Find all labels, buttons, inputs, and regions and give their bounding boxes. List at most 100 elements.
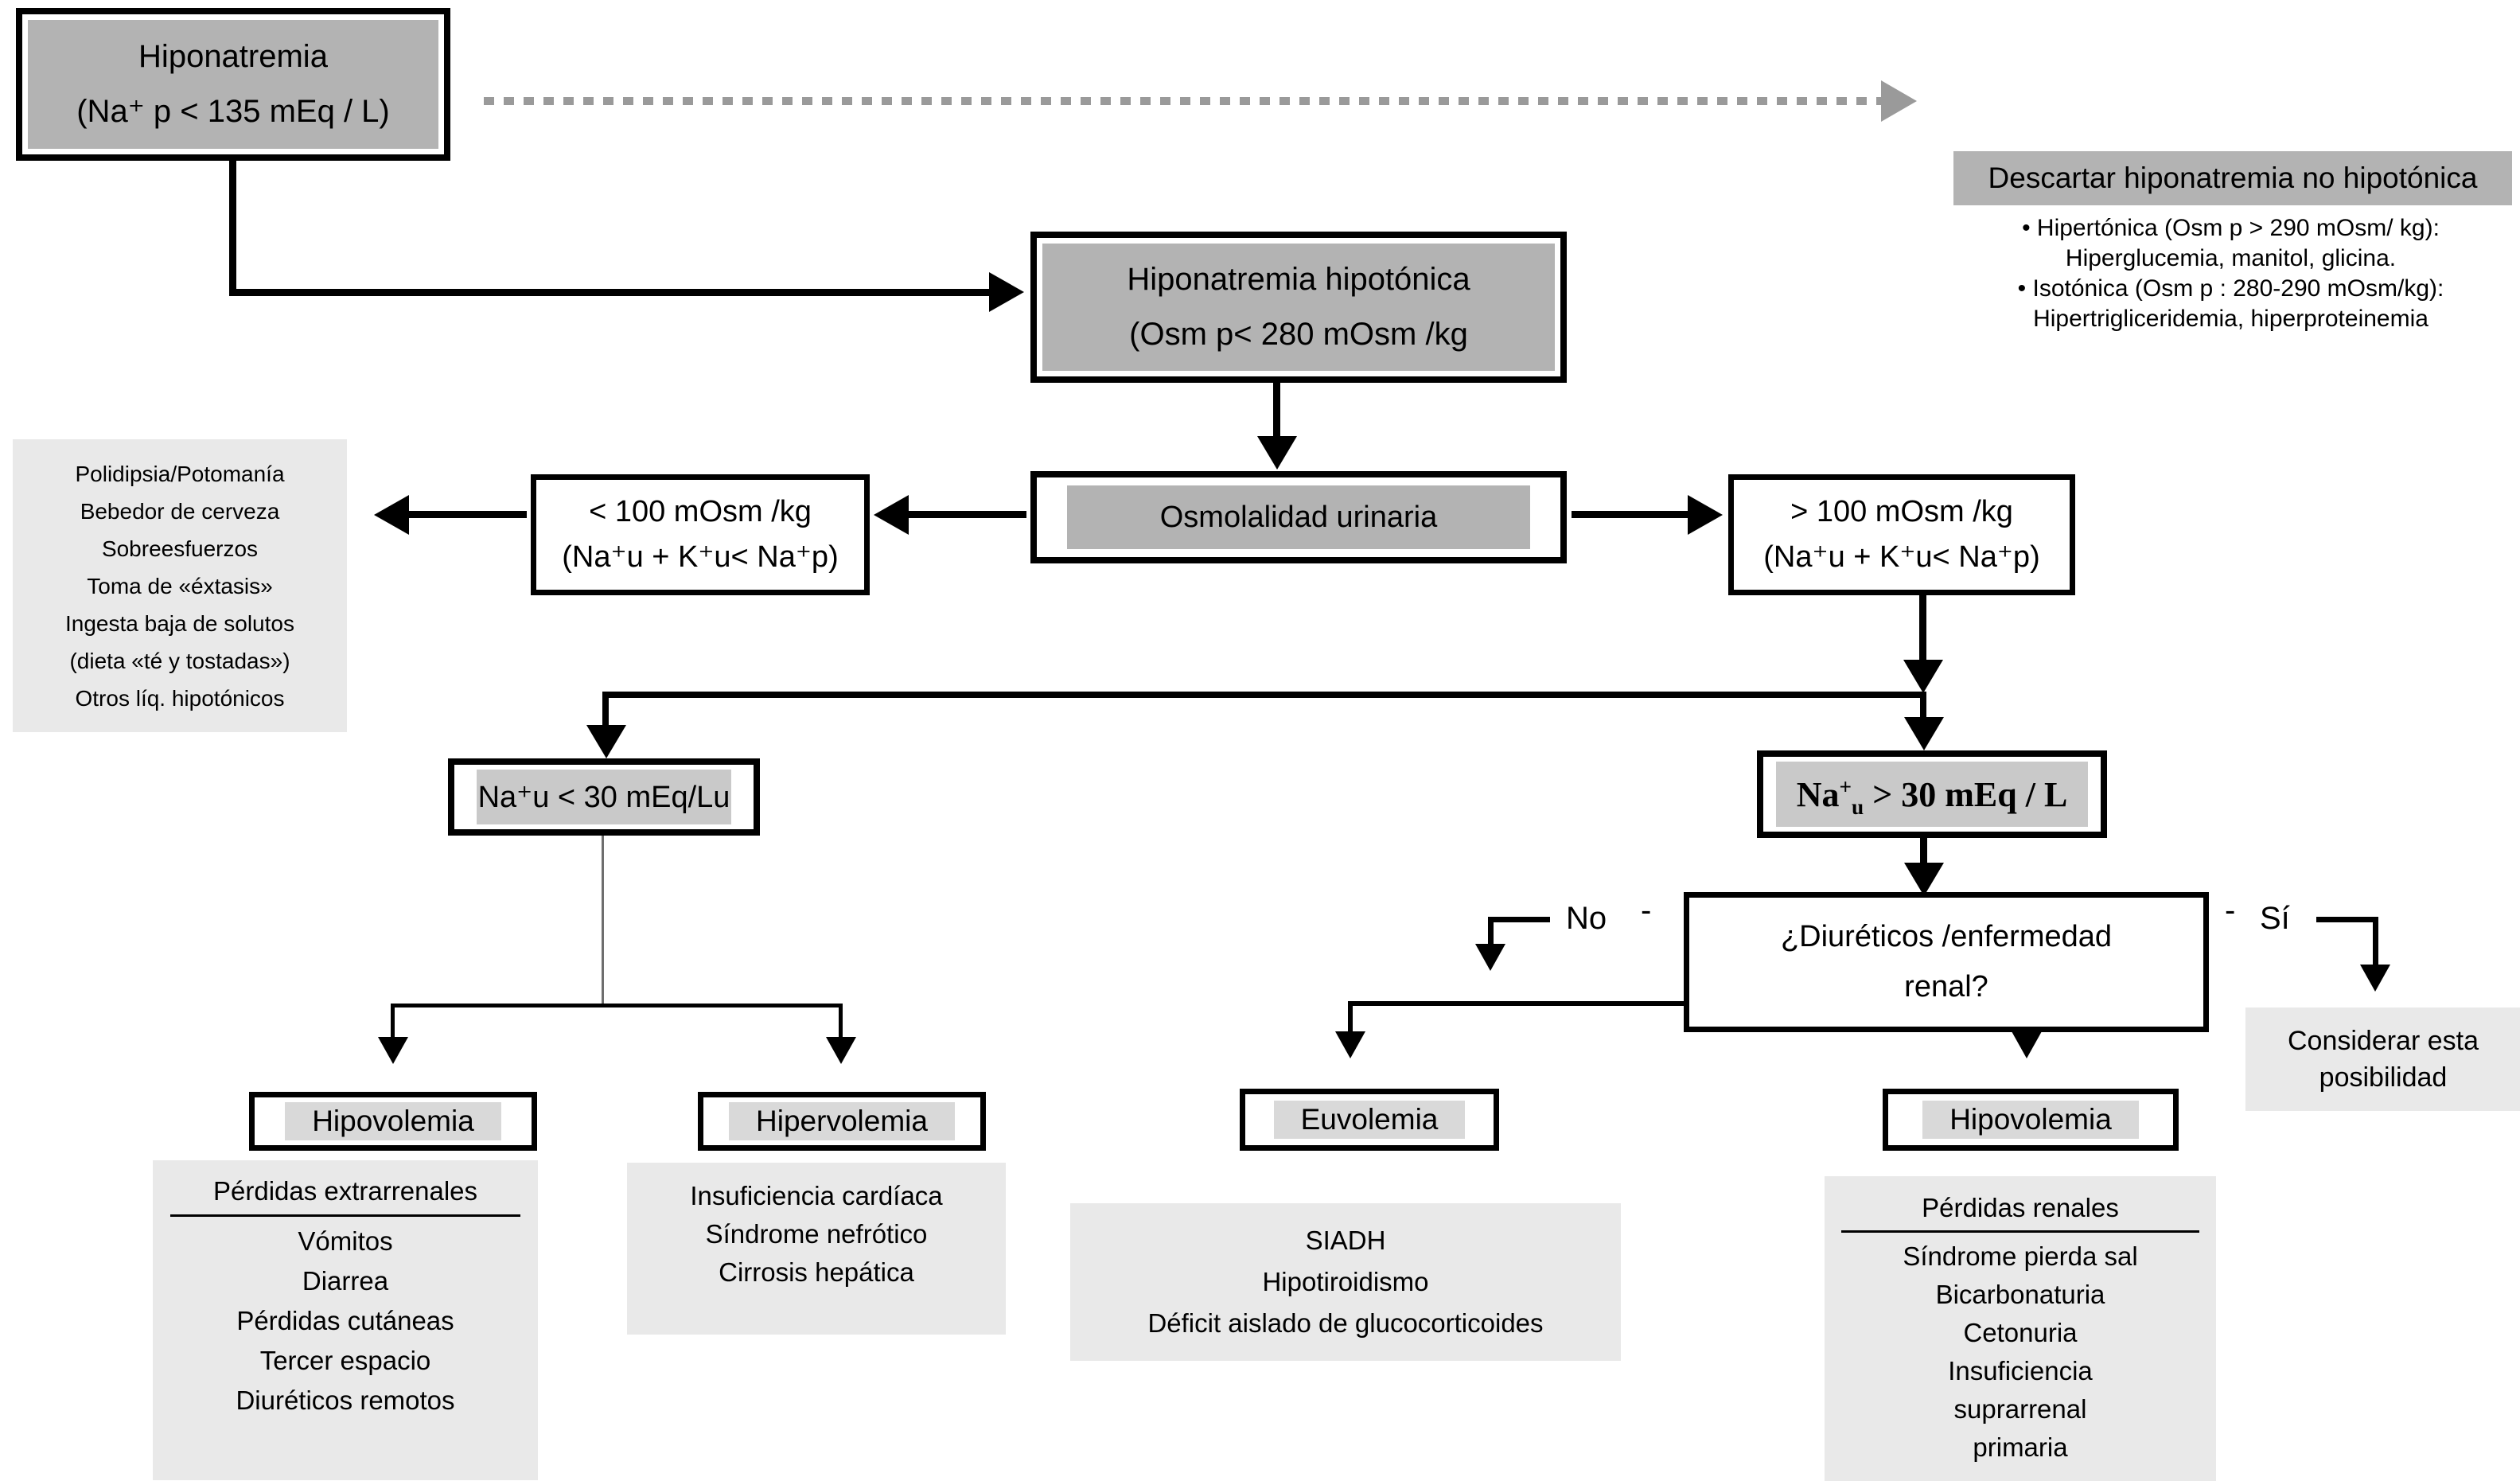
nau-gt30-box: Na+u > 30 mEq / L (1757, 750, 2107, 838)
nau-gt30-sub: u (1852, 794, 1864, 819)
arrowhead-down-icon (1904, 863, 1944, 896)
arrowhead-down-icon (1903, 660, 1943, 693)
osmolalidad-box: Osmolalidad urinaria (1030, 471, 1567, 563)
hipovolemia1-box: Hipovolemia (249, 1092, 537, 1151)
siadh-list: SIADH Hipotiroidismo Déficit aislado de … (1070, 1203, 1621, 1361)
list-item: Síndrome nefrótico (705, 1219, 928, 1249)
nau-gt30-rest: > 30 mEq / L (1864, 774, 2068, 814)
arrowhead-down-icon (2012, 1031, 2042, 1058)
osmolalidad-box-fill: Osmolalidad urinaria (1067, 485, 1530, 549)
lt100-box: < 100 mOsm /kg (Na⁺u + K⁺u< Na⁺p) (531, 474, 870, 595)
connector-no-horizontal (1488, 917, 1550, 922)
list-item: Sobreesfuerzos (101, 536, 259, 561)
arrowhead-left-icon (874, 495, 909, 535)
connector-si-vertical (2373, 917, 2378, 968)
descartar-header: Descartar hiponatremia no hipotónica (1953, 151, 2512, 205)
list-item: Toma de «éxtasis» (87, 573, 273, 598)
lt100-line2: (Na⁺u + K⁺u< Na⁺p) (562, 540, 839, 574)
branch-line-volemia-left (391, 1004, 843, 1007)
list-item: Síndrome pierda sal (1903, 1241, 2138, 1271)
list-item: Cirrosis hepática (719, 1257, 914, 1287)
list-underline (170, 1214, 520, 1217)
hipotonica-line1: Hiponatremia hipotónica (1127, 262, 1470, 298)
list-item: Insuficiencia cardíaca (690, 1181, 943, 1210)
list-item: Diuréticos remotos (236, 1386, 455, 1415)
connector-gt100-down (1919, 595, 1926, 663)
connector-hipotonica-osmolalidad (1273, 383, 1280, 438)
connector-elbow-horizontal (229, 289, 991, 296)
connector-osmolalidad-right (1572, 511, 1689, 518)
considerar-line2: posibilidad (2319, 1062, 2448, 1093)
diureticos-line2: renal? (1904, 970, 1988, 1004)
hipovolemia2-box: Hipovolemia (1883, 1089, 2179, 1151)
arrowhead-right-icon (1688, 495, 1723, 535)
arrowhead-down-icon (826, 1037, 856, 1064)
branch-stub-hipovolemia1 (391, 1004, 395, 1040)
lt100-line1: < 100 mOsm /kg (589, 495, 812, 528)
hiponatremia-box: Hiponatremia (Na⁺ p < 135 mEq / L) (16, 8, 450, 161)
descartar-bullets: • Hipertónica (Osm p > 290 mOsm/ kg): Hi… (1942, 213, 2520, 334)
list-underline (1841, 1230, 2199, 1233)
connector-nalt30-down (602, 836, 604, 1006)
hipotonica-box: Hiponatremia hipotónica (Osm p< 280 mOsm… (1030, 232, 1567, 383)
arrowhead-down-icon (1904, 717, 1944, 750)
hipotonica-box-fill: Hiponatremia hipotónica (Osm p< 280 mOsm… (1042, 244, 1555, 371)
nau-gt30-label: Na+u > 30 mEq / L (1796, 774, 2068, 819)
nau-lt30-label: Na⁺u < 30 mEq/Lu (477, 781, 730, 814)
nau-gt30-base: Na (1796, 774, 1840, 814)
hipovolemia2-label: Hipovolemia (1922, 1101, 2139, 1139)
euvolemia-label: Euvolemia (1273, 1101, 1466, 1139)
list-item: Otros líq. hipotónicos (75, 685, 285, 711)
arrowhead-down-icon (586, 725, 626, 758)
branch-stub-euvolemia (1348, 1001, 1353, 1035)
hipotonica-line2: (Osm p< 280 mOsm /kg (1129, 316, 1468, 352)
arrowhead-down-icon (1475, 944, 1505, 971)
branch-line-na (602, 692, 1926, 698)
hiponatremia-box-fill: Hiponatremia (Na⁺ p < 135 mEq / L) (28, 20, 438, 149)
arrowhead-down-icon (1335, 1031, 1365, 1058)
list-item: SIADH (1305, 1226, 1386, 1255)
nau-lt30-fill: Na⁺u < 30 mEq/Lu (477, 770, 731, 824)
extrarrenales-list: Pérdidas extrarrenales Vómitos Diarrea P… (153, 1160, 538, 1480)
no-dash: - (1641, 893, 1652, 928)
list-item: Déficit aislado de glucocorticoides (1147, 1308, 1544, 1338)
list-item: Insuficiencia (1948, 1356, 2093, 1386)
diureticos-box: ¿Diuréticos /enfermedad renal? (1684, 892, 2209, 1032)
connector-lt100-list (407, 511, 527, 518)
list-item: Vómitos (298, 1226, 393, 1256)
arrowhead-down-icon (2360, 965, 2390, 992)
arrowhead-right-icon (989, 272, 1024, 312)
hiponatremia-line1: Hiponatremia (138, 38, 328, 74)
nau-gt30-fill: Na+u > 30 mEq / L (1776, 762, 2088, 827)
arrowhead-down-icon (1257, 436, 1297, 470)
descartar-bullet: • Hipertónica (Osm p > 290 mOsm/ kg): (2022, 215, 2440, 241)
list-item: Hipotiroidismo (1262, 1267, 1429, 1296)
dashed-arrow-line (484, 97, 1883, 105)
polidipsia-list: Polidipsia/Potomanía Bebedor de cerveza … (13, 439, 347, 732)
list-header: Pérdidas renales (1922, 1193, 2119, 1222)
si-label: Sí (2260, 901, 2290, 936)
connector-no-vertical (1488, 917, 1494, 947)
list-item: Cetonuria (1963, 1318, 2078, 1347)
list-header: Pérdidas extrarrenales (213, 1176, 477, 1206)
list-item: primaria (1973, 1432, 2068, 1462)
osmolalidad-label: Osmolalidad urinaria (1159, 500, 1438, 534)
gt100-box: > 100 mOsm /kg (Na⁺u + K⁺u< Na⁺p) (1728, 474, 2075, 595)
cardiaca-list: Insuficiencia cardíaca Síndrome nefrótic… (627, 1163, 1006, 1335)
connector-si-horizontal (2316, 917, 2378, 922)
branch-stub-right (1920, 692, 1926, 722)
euvolemia-box: Euvolemia (1240, 1089, 1499, 1151)
descartar-header-label: Descartar hiponatremia no hipotónica (1988, 162, 2478, 194)
hipovolemia1-label: Hipovolemia (285, 1102, 501, 1140)
list-item: (dieta «té y tostadas») (69, 648, 290, 673)
considerar-box: Considerar esta posibilidad (2245, 1007, 2520, 1111)
no-label: No (1566, 901, 1607, 936)
hipervolemia-box: Hipervolemia (698, 1092, 986, 1151)
hiponatremia-line2: (Na⁺ p < 135 mEq / L) (76, 94, 390, 130)
nau-lt30-box: Na⁺u < 30 mEq/Lu (448, 758, 760, 836)
list-item: suprarrenal (1953, 1394, 2087, 1424)
connector-elbow-vertical (229, 161, 236, 296)
dashed-arrowhead-right-icon (1881, 80, 1917, 122)
list-item: Ingesta baja de solutos (65, 610, 294, 636)
considerar-line1: Considerar esta (2287, 1026, 2479, 1056)
